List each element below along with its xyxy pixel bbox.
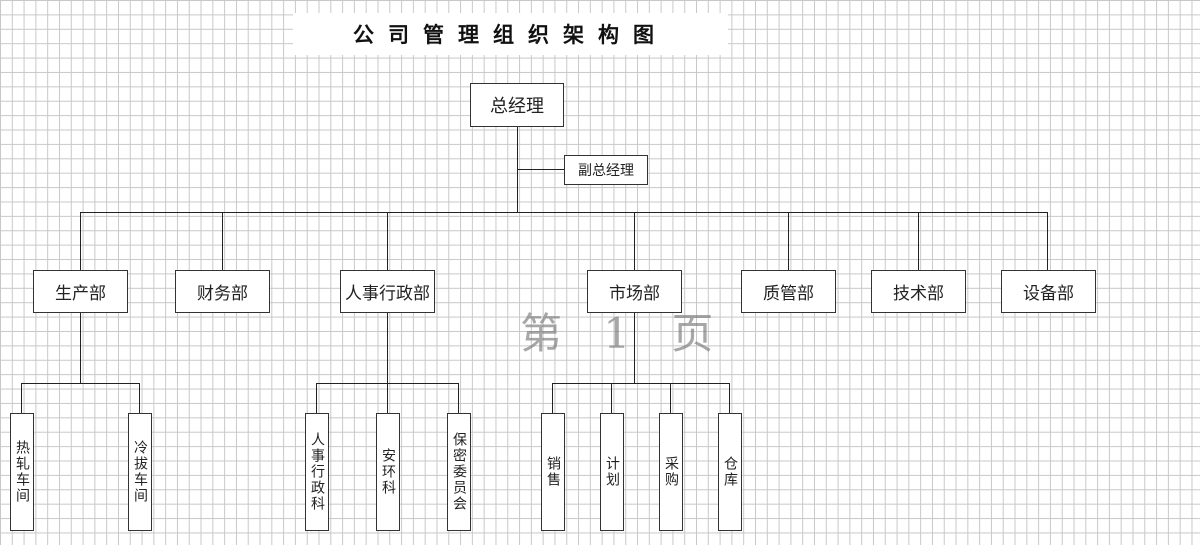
unit-warehouse: 仓库 — [718, 413, 742, 531]
unit-safety-env: 安环科 — [376, 413, 400, 531]
title-band: 公司管理组织架构图 — [293, 13, 728, 55]
unit-sales: 销售 — [541, 413, 565, 531]
connector — [222, 212, 223, 270]
connector — [80, 312, 81, 383]
connector — [387, 212, 388, 270]
connector — [552, 383, 553, 413]
connector — [634, 212, 635, 270]
connector — [316, 383, 317, 413]
deputy-box: 副总经理 — [564, 155, 648, 185]
page-watermark: 第 1 页 — [520, 309, 728, 358]
dept-quality: 质管部 — [741, 270, 836, 313]
unit-hr-admin: 人事行政科 — [305, 413, 329, 531]
dept-finance: 财务部 — [175, 270, 270, 313]
ceo-box: 总经理 — [470, 83, 564, 127]
connector — [918, 212, 919, 270]
connector — [517, 169, 564, 170]
unit-confidentiality: 保密委员会 — [447, 413, 471, 531]
unit-planning: 计划 — [600, 413, 624, 531]
connector — [670, 383, 671, 413]
unit-purchasing: 采购 — [659, 413, 683, 531]
connector — [552, 383, 729, 384]
connector — [316, 383, 458, 384]
dept-hr: 人事行政部 — [340, 270, 435, 313]
dept-tech: 技术部 — [871, 270, 966, 313]
connector — [729, 383, 730, 413]
dept-market: 市场部 — [587, 270, 682, 313]
connector — [80, 212, 81, 270]
connector — [387, 312, 388, 413]
unit-cold-drawing: 冷拔车间 — [128, 413, 152, 531]
connector — [788, 212, 789, 270]
connector — [611, 383, 612, 413]
connector — [80, 212, 1048, 213]
chart-title: 公司管理组织架构图 — [353, 23, 668, 47]
connector — [458, 383, 459, 413]
connector — [21, 383, 22, 413]
dept-production: 生产部 — [33, 270, 128, 313]
connector — [21, 383, 139, 384]
connector — [139, 383, 140, 413]
connector — [634, 312, 635, 383]
dept-equipment: 设备部 — [1001, 270, 1096, 313]
connector — [1047, 212, 1048, 270]
unit-hot-rolling: 热轧车间 — [10, 413, 34, 531]
